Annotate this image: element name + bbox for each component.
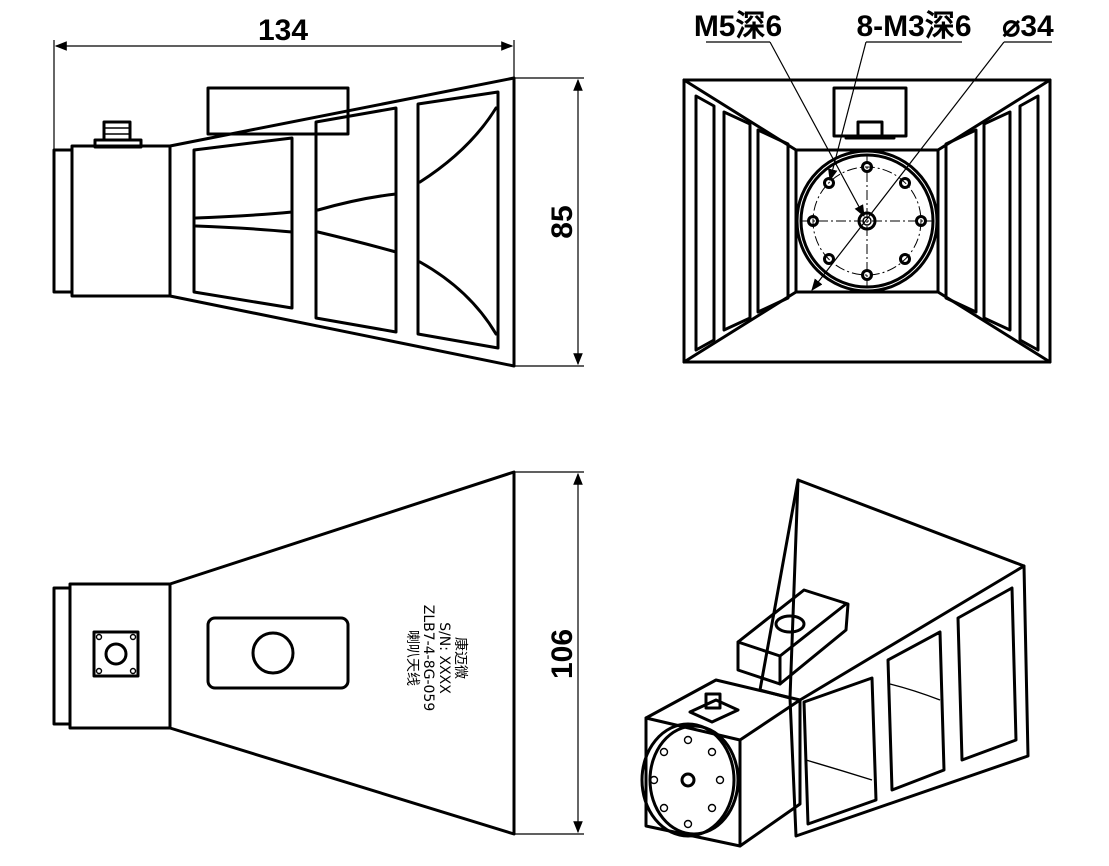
horn-window-3	[416, 90, 500, 350]
connector-body	[102, 120, 132, 142]
nameplate: 喇叭天线 ZLB7-4-8G-059 S/N: XXXX 康迈微	[404, 605, 469, 711]
top-view: 喇叭天线 ZLB7-4-8G-059 S/N: XXXX 康迈微 106	[52, 470, 584, 836]
svg-text:康迈微: 康迈微	[452, 637, 469, 679]
center-hole	[857, 211, 877, 231]
m3-callout: 8-M3深6	[856, 10, 971, 43]
waveguide-body	[644, 678, 802, 848]
side-view: 134 85	[52, 14, 584, 368]
front-view: M5深6 8-M3深6 ⌀34	[682, 10, 1054, 364]
top-mount-block	[832, 86, 908, 138]
svg-text:ZLB7-4-8G-059: ZLB7-4-8G-059	[420, 605, 436, 711]
flange-disc	[640, 722, 736, 838]
aperture-outline	[682, 78, 1052, 364]
horn-window-1	[192, 136, 294, 310]
horn-window-2	[314, 106, 398, 334]
diameter-callout: ⌀34	[1002, 10, 1054, 43]
connector	[704, 692, 722, 710]
flange-circle	[795, 149, 939, 293]
isometric-view	[640, 478, 1030, 848]
mount-plate	[206, 616, 350, 690]
flange-body	[52, 586, 72, 726]
m5-callout: M5深6	[694, 10, 782, 43]
svg-text:喇叭天线: 喇叭天线	[404, 630, 420, 686]
waveguide-body	[68, 582, 172, 730]
connector-flange	[92, 630, 140, 678]
bolt-holes	[807, 161, 927, 281]
waveguide-body	[70, 144, 172, 298]
length-dimension: 134	[258, 14, 308, 47]
top-mount-block	[736, 588, 850, 686]
top-mount-block	[206, 86, 350, 136]
svg-text:S/N: XXXX: S/N: XXXX	[436, 622, 452, 694]
mount-hole	[251, 631, 295, 675]
width-dimension: 106	[546, 629, 579, 679]
height-dimension: 85	[546, 205, 579, 238]
flange-body	[52, 148, 74, 294]
